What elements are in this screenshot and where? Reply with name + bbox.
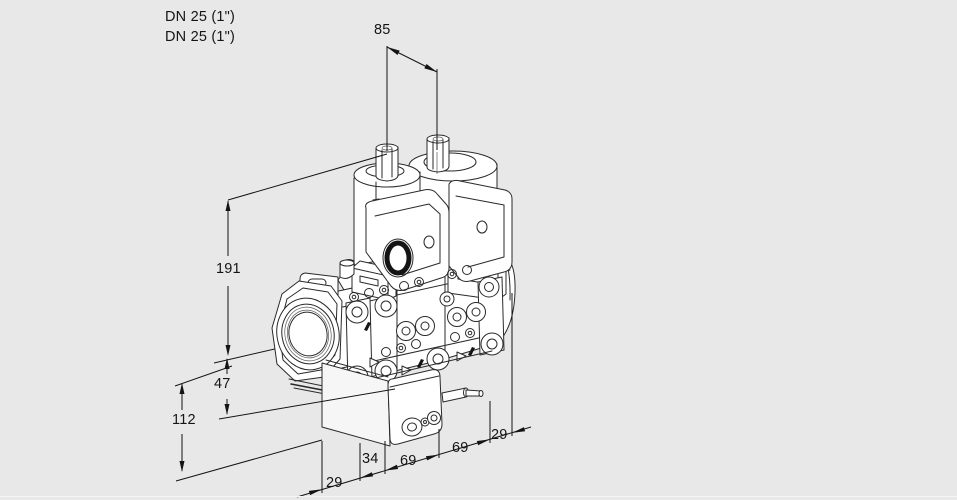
right-solenoid-shield [449,180,512,281]
dimension-lines [175,46,531,497]
dim-label-69-left: 69 [400,453,417,469]
dim-label-112: 112 [172,412,196,428]
dim-label-47: 47 [214,376,231,392]
page-bottom-divider [0,496,957,497]
lower-block [322,360,483,446]
dim-label-29-left: 29 [326,475,343,491]
dim-label-69-right: 69 [452,440,469,456]
dim-label-191: 191 [216,261,241,277]
pipe-size-label-2: DN 25 (1") [165,29,235,45]
dim-label-85: 85 [374,22,391,38]
inlet-flange [270,281,346,381]
dim-label-34: 34 [362,451,379,467]
left-solenoid-shield [366,190,449,291]
dim-label-29-right: 29 [491,427,508,443]
pipe-size-label-1: DN 25 (1") [165,9,235,25]
